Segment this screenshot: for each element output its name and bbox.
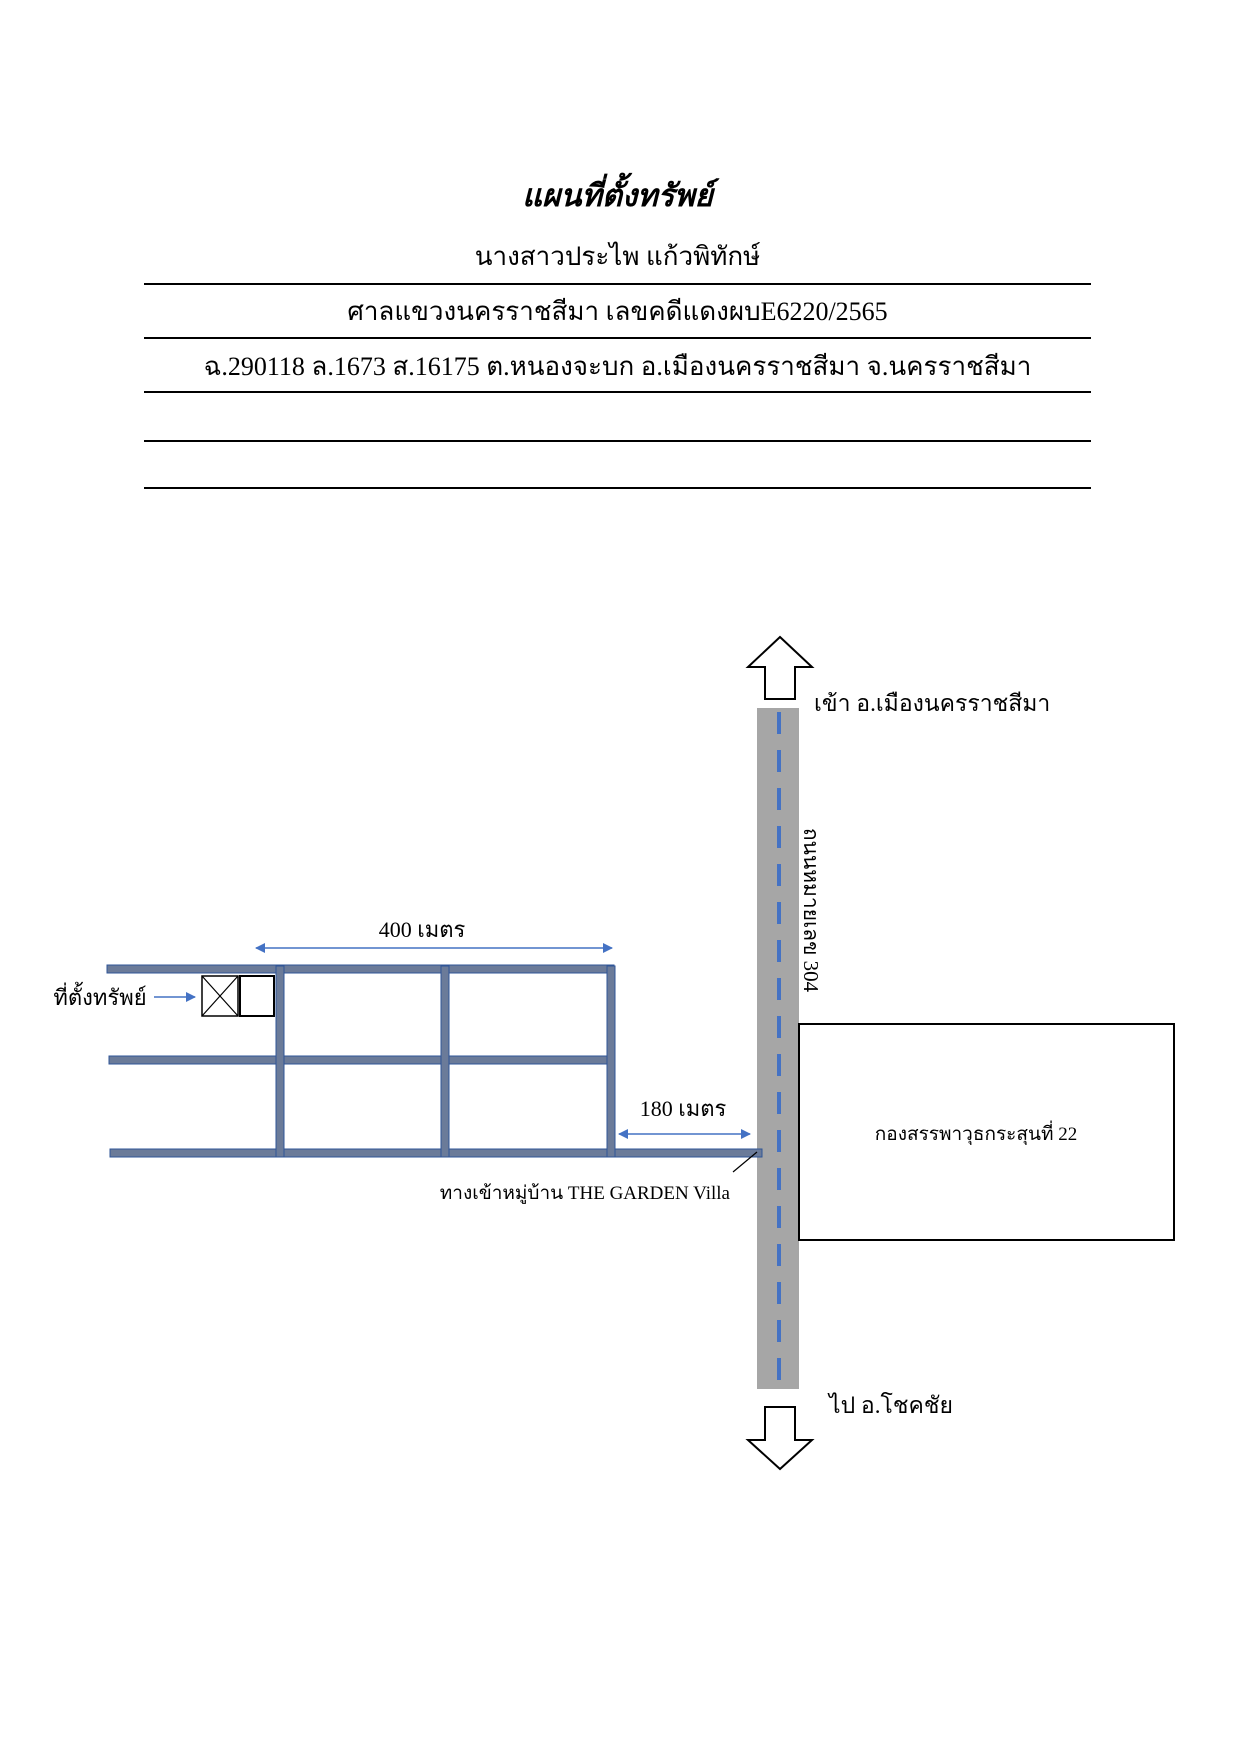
landmark-box (798, 1023, 1175, 1241)
south-arrow-icon (745, 1406, 815, 1471)
south-direction-label: ไป อ.โชคชัย (827, 1392, 953, 1418)
divider-line-4 (144, 440, 1091, 442)
lane-middle (108, 1055, 610, 1065)
main-road (757, 708, 799, 1389)
lane-bottom (109, 1148, 763, 1158)
landmark-label: กองสรรพาวุธกระสุนที่ 22 (875, 1120, 1077, 1146)
divider-line-1 (144, 283, 1091, 285)
divider-line-5 (144, 487, 1091, 489)
distance-400-label: 400 เมตร (379, 917, 466, 942)
entrance-leader-line (732, 1151, 758, 1173)
court-case-text: ศาลแขวงนครราชสีมา เลขคดีแดงผบE6220/2565 (347, 297, 888, 326)
lane-vertical-3 (606, 965, 616, 1158)
property-plot-marked-icon (201, 975, 239, 1017)
lane-top (106, 964, 615, 974)
lane-vertical-2 (440, 965, 450, 1158)
entrance-label: ทางเข้าหมู่บ้าน THE GARDEN Villa (440, 1183, 731, 1204)
north-direction-label: เข้า อ.เมืองนครราชสีมา (814, 691, 1050, 716)
main-road-label: ถนนหมายเลข 304 (799, 828, 823, 993)
north-arrow-icon (745, 635, 815, 700)
neighbor-plot-box (239, 975, 275, 1017)
distance-180-label: 180 เมตร (640, 1096, 727, 1121)
owner-name: นางสาวประไพ แก้วพิทักษ์ (474, 242, 761, 271)
lane-vertical-1 (275, 965, 285, 1158)
deed-info-text: ฉ.290118 ล.1673 ส.16175 ต.หนองจะบก อ.เมื… (203, 352, 1032, 381)
divider-line-2 (144, 337, 1091, 339)
document-title: แผนที่ตั้งทรัพย์ (522, 178, 713, 213)
divider-line-3 (144, 391, 1091, 393)
property-label: ที่ตั้งทรัพย์ (53, 982, 146, 1010)
